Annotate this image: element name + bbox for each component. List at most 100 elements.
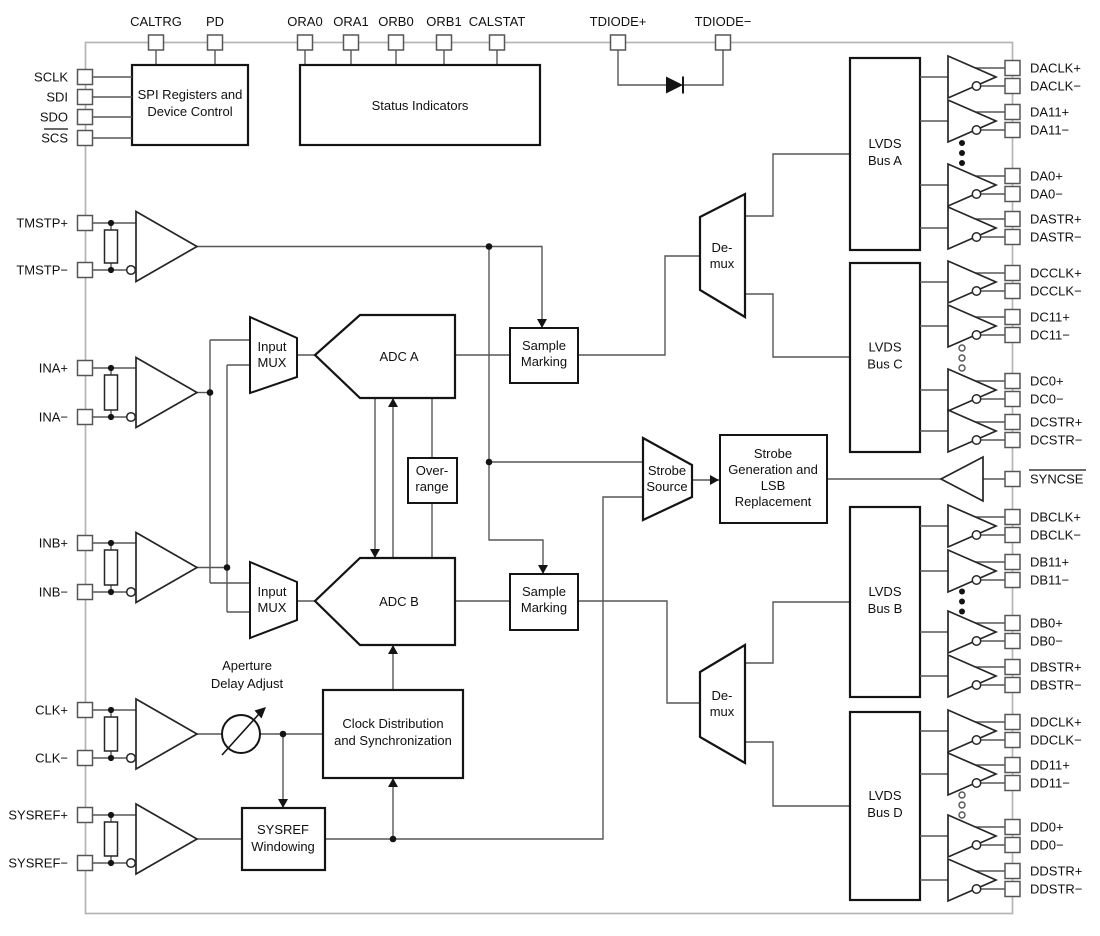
pin-label: DCCLK+ [1030, 266, 1082, 281]
sysref-windowing-label: SYSREF [257, 822, 309, 837]
demux-b-label2: mux [710, 704, 735, 719]
pin-label: CLK− [35, 751, 68, 766]
pin-label: DA0− [1030, 187, 1063, 202]
input-buffer-icon [135, 802, 199, 876]
sample-marking-b-label: Sample [522, 584, 566, 599]
strobe-gen-label4: Replacement [735, 494, 812, 509]
demux-a-label: De- [712, 240, 733, 255]
pin-CALTRG: CALTRG [130, 14, 182, 51]
diff-input-INB+: INB+INB− [39, 531, 199, 604]
lvds-buffer-icon [947, 548, 999, 594]
pin-label: DCCLK− [1030, 284, 1082, 299]
pin-TMSTP− [76, 261, 94, 279]
inverting-output-bubble [971, 330, 982, 340]
lvds-driver: DB0+DB0− [920, 609, 1063, 655]
pin-DD0+ [1004, 818, 1021, 836]
lvds-driver: DA11+DA11− [920, 98, 1069, 144]
demux-b-label: De- [712, 688, 733, 703]
pin-label: SYSREF− [8, 856, 68, 871]
pin-pad [206, 34, 224, 51]
pin-CLK− [76, 749, 94, 767]
termination-resistor-icon [103, 716, 119, 752]
lvds-driver: DDCLK+DDCLK− [920, 708, 1082, 754]
clock-dist-label: Clock Distribution [342, 716, 443, 731]
bus_b-label2: Bus B [868, 601, 903, 616]
termination-resistor-icon [103, 549, 119, 586]
pin-ORA1: ORA1 [333, 14, 369, 51]
inverting-output-bubble [971, 435, 982, 445]
pin-pad [76, 88, 94, 106]
sample-marking-a-block [509, 327, 579, 384]
lvds-buffer-icon [947, 367, 999, 413]
lvds-buffer-icon [947, 54, 999, 100]
diff-input-SYSREF+: SYSREF+SYSREF− [8, 802, 199, 876]
thermal-diode-icon [666, 76, 684, 94]
bus_d-block [848, 710, 922, 902]
bus_a-block [848, 56, 922, 252]
pin-label: DD11− [1030, 776, 1070, 791]
pin-SYSREF− [76, 854, 94, 872]
pin-pad [76, 68, 94, 86]
pin-DDCLK− [1004, 731, 1021, 749]
inverting-output-bubble [971, 840, 982, 850]
pin-label: DD0+ [1030, 820, 1064, 835]
pin-label: DASTR− [1030, 230, 1082, 245]
pin-label: SCLK [34, 70, 68, 85]
syncse-buffer-icon [939, 455, 984, 503]
pin-DA11− [1004, 121, 1021, 139]
pin-label: ORB0 [378, 14, 413, 29]
inverting-input-bubble [125, 264, 137, 276]
pin-DCCLK− [1004, 282, 1021, 300]
lvds-driver: DB11+DB11− [920, 548, 1069, 594]
pin-label: INA+ [39, 361, 68, 376]
bus_d-label2: Bus D [867, 805, 902, 820]
pin-DB11+ [1004, 553, 1021, 571]
lvds-buffer-icon [947, 609, 999, 655]
pin-TDIODE−: TDIODE− [695, 14, 751, 51]
inverting-input-bubble [125, 752, 137, 764]
ellipsis-dot [958, 354, 966, 362]
pin-DD11+ [1004, 756, 1021, 774]
inverting-input-bubble [125, 857, 137, 869]
ellipsis-dot [959, 598, 965, 605]
pin-label: DC0+ [1030, 374, 1064, 389]
pin-label: DC11− [1030, 328, 1070, 343]
lvds-buffer-icon [947, 162, 999, 208]
demux-b [698, 643, 747, 765]
lvds-driver: DBCLK+DBCLK− [920, 503, 1081, 549]
pin-pad [76, 129, 94, 147]
pin-SCLK: SCLK [34, 68, 132, 86]
pin-label: DC11+ [1030, 310, 1070, 325]
pin-label: CALSTAT [469, 14, 526, 29]
pin-INB+ [76, 534, 94, 552]
inverting-output-bubble [971, 575, 982, 585]
pin-DBCLK+ [1004, 508, 1021, 526]
spi-block-label: SPI Registers and [138, 87, 243, 102]
inverting-output-bubble [971, 680, 982, 690]
pin-DCSTR− [1004, 431, 1021, 449]
bus_c-label: LVDS [869, 340, 902, 355]
pin-pad [147, 34, 165, 51]
blocks: SPI Registers and Device Control Status … [130, 63, 828, 872]
aperture-label: Aperture [222, 658, 272, 673]
over-range-block [407, 457, 458, 504]
sample-marking-b-block [509, 573, 579, 631]
pin-pad [609, 34, 627, 51]
pin-TDIODE+: TDIODE+ [590, 14, 647, 51]
lvds-driver: DD11+DD11− [920, 751, 1070, 797]
over-range-label: Over- [416, 463, 449, 478]
pin-DC11+ [1004, 308, 1021, 326]
pin-label: INA− [39, 410, 68, 425]
pin-label: TDIODE+ [590, 14, 647, 29]
pin-label: DCSTR− [1030, 433, 1082, 448]
ellipsis-dot [959, 150, 965, 156]
inverting-output-bubble [971, 884, 982, 894]
pin-label: DDSTR+ [1030, 864, 1082, 879]
pin-TMSTP+ [76, 214, 94, 232]
pin-pad [342, 34, 360, 51]
pin-label: CLK+ [35, 703, 68, 718]
strobe-generation-block [719, 434, 828, 524]
